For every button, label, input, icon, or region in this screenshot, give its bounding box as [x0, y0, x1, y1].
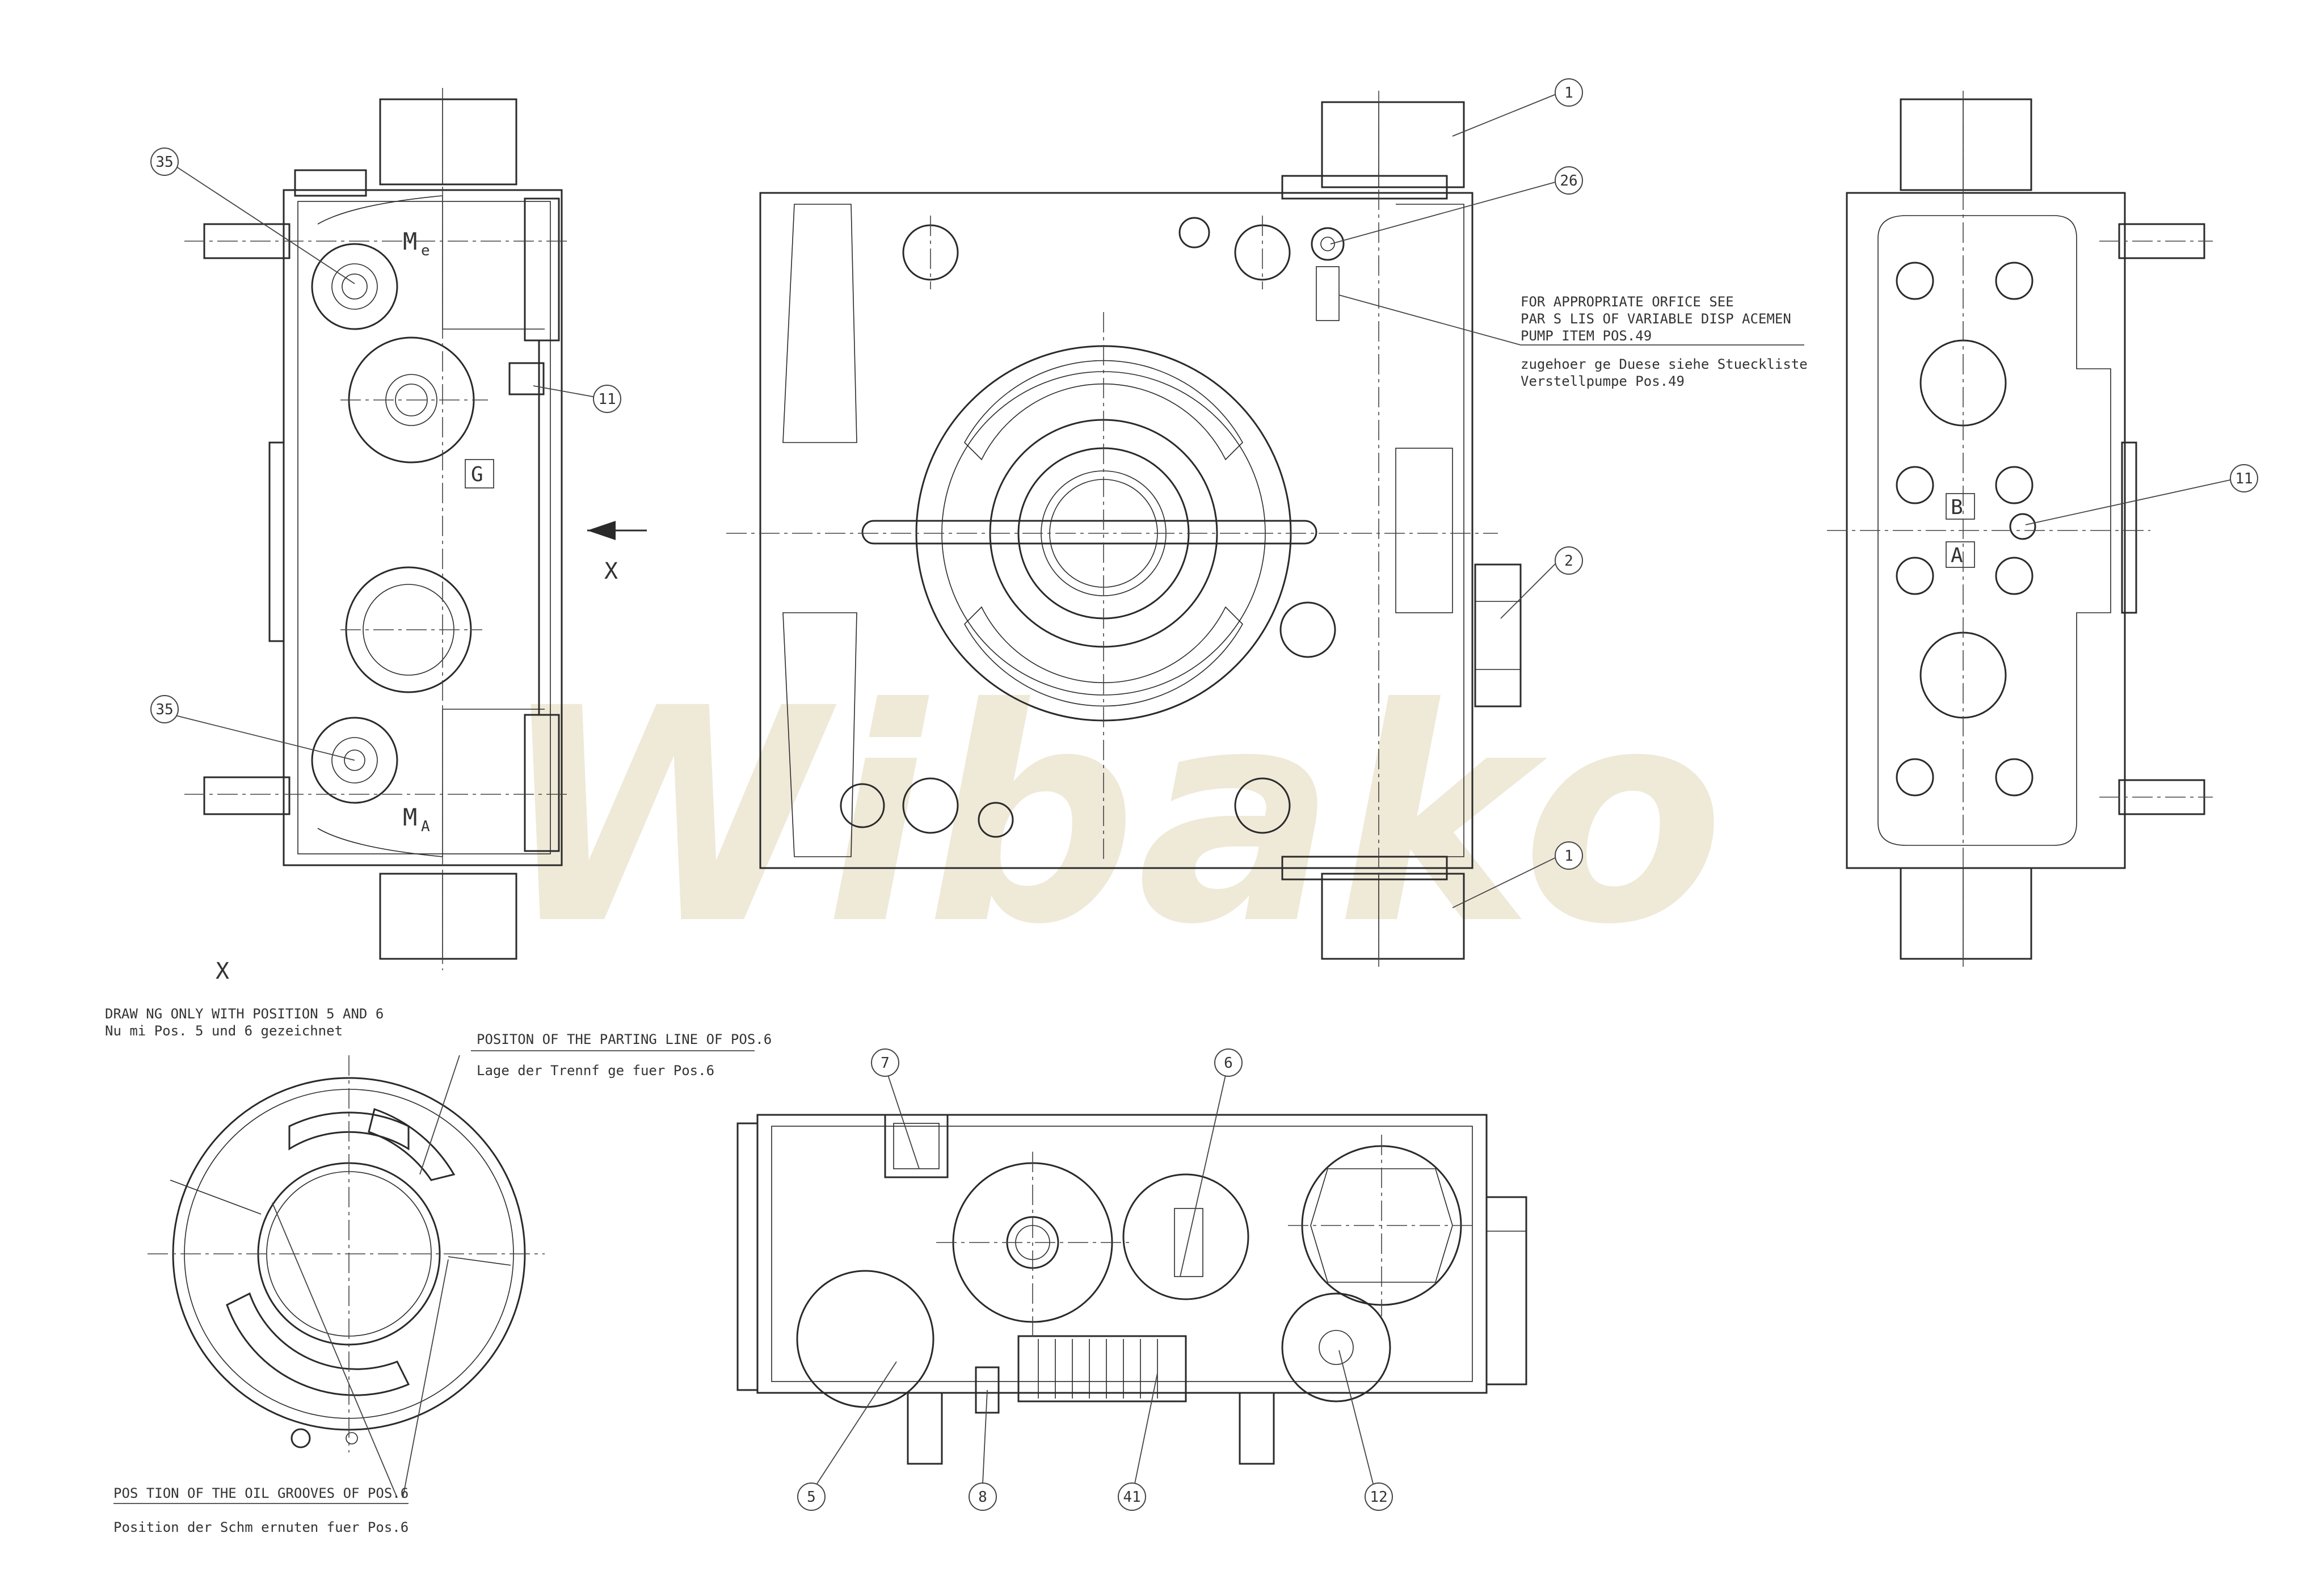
balloon-12: 12: [1365, 1482, 1393, 1511]
balloon-2: 2: [1555, 546, 1583, 575]
view-marker: X: [604, 558, 618, 584]
svg-text:11: 11: [2235, 470, 2253, 487]
note-orifice-de-1: zugehoer ge Duese siehe Stueckliste: [1521, 356, 1808, 372]
note-grooves-en: POS TION OF THE OIL GROOVES OF POS.6: [113, 1485, 409, 1501]
watermark-text: Wibako: [499, 645, 1724, 989]
balloon-11-left: 11: [593, 385, 621, 413]
left-side-view: M e M A G X: [184, 88, 647, 970]
port-label-me: M: [403, 228, 417, 255]
note-orifice-en-2: PAR S LIS OF VARIABLE DISP ACEMEN: [1521, 311, 1791, 327]
note-orifice-de-2: Verstellpumpe Pos.49: [1521, 373, 1685, 389]
port-label-me-sub: e: [421, 242, 430, 259]
balloon-1-bottom: 1: [1555, 841, 1583, 870]
svg-text:11: 11: [598, 391, 616, 408]
svg-text:35: 35: [155, 154, 173, 171]
svg-text:1: 1: [1564, 85, 1573, 102]
balloon-7: 7: [871, 1048, 899, 1077]
spline-teeth: [1038, 1339, 1158, 1399]
svg-text:1: 1: [1564, 848, 1573, 865]
balloon-8: 8: [969, 1482, 997, 1511]
svg-text:26: 26: [1560, 172, 1577, 189]
note-parting-en: POSITON OF THE PARTING LINE OF POS.6: [477, 1031, 772, 1047]
svg-text:35: 35: [155, 701, 173, 718]
note-orifice-en-1: FOR APPROPRIATE ORFICE SEE: [1521, 294, 1734, 310]
balloon-1-top: 1: [1555, 78, 1583, 107]
svg-text:6: 6: [1224, 1055, 1233, 1072]
balloon-41: 41: [1118, 1482, 1146, 1511]
note-parting-de: Lage der Trennf ge fuer Pos.6: [477, 1063, 714, 1079]
svg-text:8: 8: [978, 1489, 987, 1506]
front-view: [726, 91, 1522, 970]
svg-text:12: 12: [1370, 1489, 1387, 1506]
balloon-26: 26: [1555, 166, 1583, 195]
port-label-g: G: [471, 463, 483, 486]
balloon-6: 6: [1214, 1048, 1243, 1077]
port-label-ma-sub: A: [421, 818, 430, 835]
balloon-11-right: 11: [2230, 464, 2258, 492]
right-side-view: B A: [1827, 91, 2213, 970]
balloon-35-bottom: 35: [150, 695, 179, 723]
note-orifice-en-3: PUMP ITEM POS.49: [1521, 328, 1652, 344]
svg-text:2: 2: [1564, 553, 1573, 570]
svg-text:7: 7: [881, 1055, 890, 1072]
bottom-view: [736, 1114, 1527, 1465]
watermark: Wibako: [499, 645, 1724, 989]
note-grooves-de: Position der Schm ernuten fuer Pos.6: [113, 1519, 409, 1535]
note-drawing-de: Nu mi Pos. 5 und 6 gezeichnet: [105, 1023, 343, 1039]
section-label: X: [216, 958, 229, 984]
balloon-5: 5: [797, 1482, 826, 1511]
note-drawing-en: DRAW NG ONLY WITH POSITION 5 AND 6: [105, 1006, 384, 1022]
section-x-view: X DRAW NG ONLY WITH POSITION 5 AND 6 Nu …: [105, 958, 772, 1535]
balloon-35-top: 35: [150, 148, 179, 176]
svg-text:41: 41: [1123, 1489, 1140, 1506]
port-label-a: A: [1951, 544, 1963, 567]
svg-text:5: 5: [807, 1489, 816, 1506]
view-arrow-icon: [587, 521, 616, 540]
port-label-b: B: [1951, 496, 1963, 519]
port-label-ma: M: [403, 803, 417, 831]
